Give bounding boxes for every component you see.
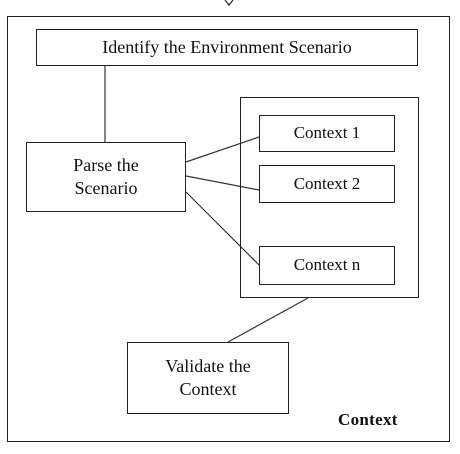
context-group-frame bbox=[240, 97, 419, 298]
top-cut-mark bbox=[224, 0, 234, 6]
context-n-node: Context n bbox=[259, 246, 395, 285]
context-2-label: Context 2 bbox=[293, 173, 361, 193]
context-n-label: Context n bbox=[293, 255, 361, 275]
validate-context-label-line1: Validate the bbox=[165, 355, 251, 376]
parse-scenario-label-line2: Scenario bbox=[74, 178, 138, 198]
context-1-node: Context 1 bbox=[259, 115, 395, 152]
identify-scenario-label: Identify the Environment Scenario bbox=[102, 36, 352, 57]
validate-context-label-line2: Context bbox=[179, 379, 237, 399]
chevron-down-icon bbox=[224, 0, 234, 6]
validate-context-node: Validate the Context bbox=[127, 342, 289, 414]
identify-scenario-node: Identify the Environment Scenario bbox=[36, 29, 418, 66]
context-2-node: Context 2 bbox=[259, 165, 395, 203]
context-1-label: Context 1 bbox=[293, 123, 361, 143]
parse-scenario-node: Parse the Scenario bbox=[26, 142, 186, 212]
context-group-label: Context bbox=[338, 410, 398, 429]
parse-scenario-label-line1: Parse the bbox=[73, 154, 139, 175]
outer-frame bbox=[7, 16, 450, 442]
